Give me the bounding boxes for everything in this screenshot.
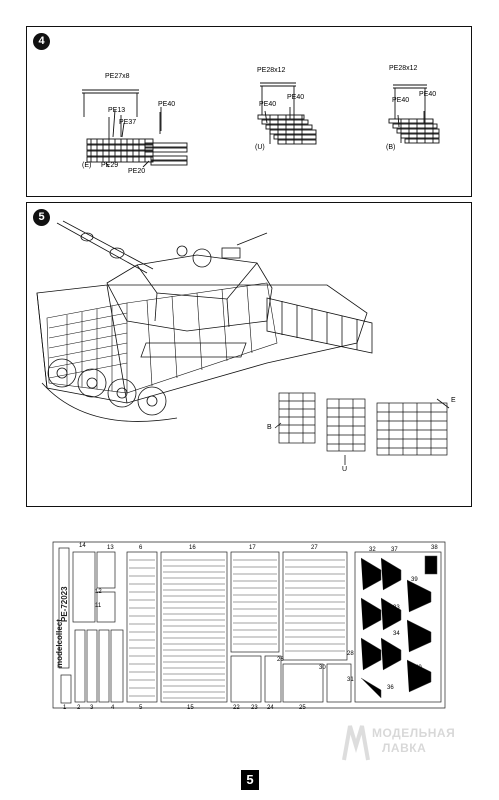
part-22: 22 (233, 705, 240, 711)
fret-brand: modelcollect (55, 619, 64, 668)
part-24: 24 (267, 705, 274, 711)
callout-e: E (451, 397, 456, 404)
label-pe13: PE13 (108, 107, 126, 114)
label-pe40-b-right: PE40 (419, 91, 437, 98)
step-5-badge: 5 (33, 209, 50, 226)
variant-u-label: (U) (255, 144, 265, 151)
label-pe40-u-left: PE40 (259, 101, 277, 108)
part-25: 25 (299, 705, 306, 711)
assembly-e-drawing (82, 89, 188, 168)
watermark-logo-icon (342, 725, 370, 761)
assembly-b-drawing (388, 84, 440, 144)
variant-e-label: (E) (82, 162, 92, 169)
callout-u: U (342, 466, 348, 473)
part-3: 3 (90, 705, 94, 711)
part-39: 39 (411, 577, 418, 583)
label-pe40-u-right: PE40 (287, 94, 305, 101)
tank-illustration (36, 220, 450, 465)
fret-slats (129, 555, 438, 699)
part-15: 15 (187, 705, 194, 711)
fret-code: PE-72023 (60, 586, 69, 622)
part-1: 1 (63, 705, 67, 711)
step-4-badge: 4 (33, 33, 50, 50)
step-4-panel: 4 (26, 26, 472, 197)
photo-etch-fret: modelcollect PE-72023 14 13 12 11 6 16 1… (51, 540, 447, 711)
part-31: 31 (347, 677, 354, 683)
callout-b: B (267, 424, 272, 431)
watermark: МОДЕЛЬНАЯ ЛАВКА (340, 718, 480, 768)
part-2: 2 (77, 705, 81, 711)
label-pe27x8: PE27x8 (105, 73, 130, 80)
watermark-line-1: МОДЕЛЬНАЯ (372, 726, 456, 740)
label-pe40-e: PE40 (158, 101, 176, 108)
label-pe28x12-u: PE28x12 (257, 67, 286, 74)
part-13: 13 (107, 545, 114, 551)
page-number: 5 (241, 770, 259, 790)
part-36: 36 (387, 685, 394, 691)
part-5: 5 (139, 705, 143, 711)
label-pe29: PE29 (101, 162, 119, 169)
part-26: 26 (277, 657, 284, 663)
part-34: 34 (393, 631, 400, 637)
part-30: 30 (319, 665, 326, 671)
part-27: 27 (311, 545, 318, 551)
part-32: 32 (369, 547, 376, 553)
part-35: 35 (393, 657, 400, 663)
part-16: 16 (189, 545, 196, 551)
label-pe20: PE20 (128, 168, 146, 175)
part-23: 23 (251, 705, 258, 711)
part-6: 6 (139, 545, 143, 551)
part-28: 28 (347, 651, 354, 657)
watermark-line-2: ЛАВКА (382, 741, 427, 755)
variant-b-label: (B) (386, 144, 396, 151)
fret-drawing (52, 541, 446, 709)
step-4-illustration (82, 82, 440, 168)
step-5-panel: 5 (26, 202, 472, 507)
label-pe37: PE37 (119, 119, 137, 126)
part-38: 38 (431, 545, 438, 551)
part-37: 37 (391, 547, 398, 553)
label-pe40-b-left: PE40 (392, 97, 410, 104)
assembly-u-drawing (257, 82, 317, 145)
part-40: 40 (415, 665, 422, 671)
part-12: 12 (95, 589, 102, 595)
part-11: 11 (95, 603, 102, 609)
part-33: 33 (393, 605, 400, 611)
label-pe28x12-b: PE28x12 (389, 65, 418, 72)
part-17: 17 (249, 545, 256, 551)
part-4: 4 (111, 705, 115, 711)
part-14: 14 (79, 543, 86, 549)
